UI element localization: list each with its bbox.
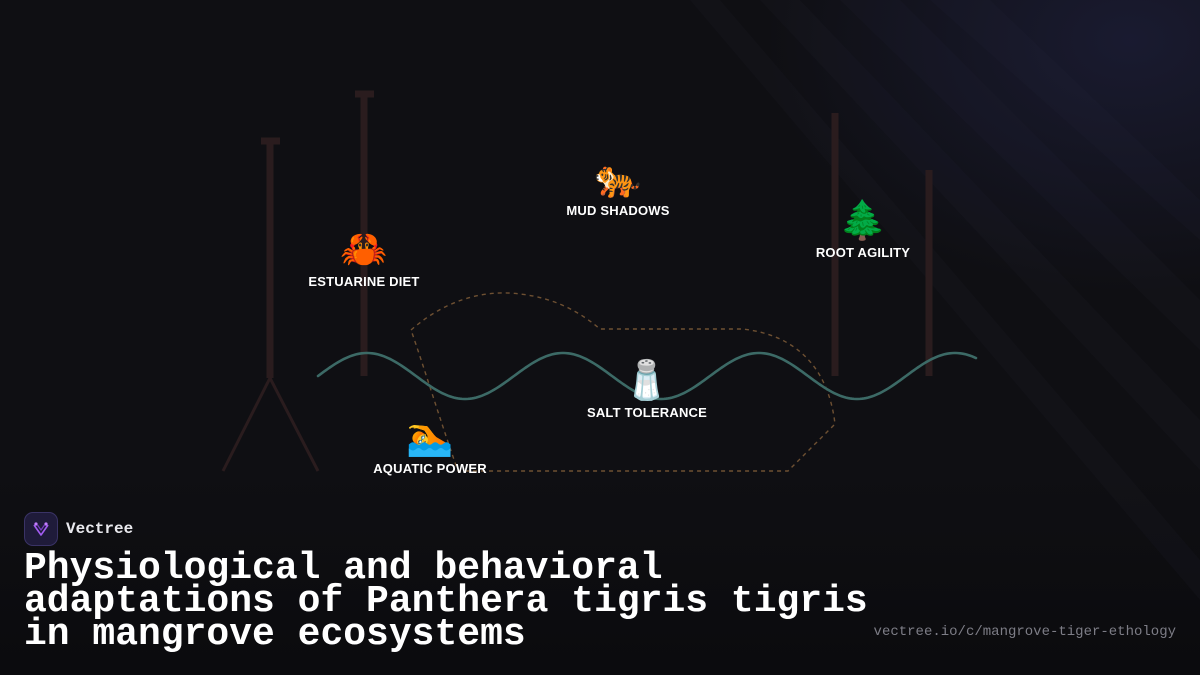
- tiger-icon: 🐅: [594, 156, 642, 200]
- node-estuarine-diet[interactable]: 🦀 ESTUARINE DIET: [308, 226, 419, 289]
- mangrove-roots: [221, 377, 320, 472]
- light-ray: [840, 0, 1200, 350]
- mangrove-trees: [261, 90, 933, 378]
- light-ray: [690, 0, 1200, 600]
- node-label: SALT TOLERANCE: [586, 405, 708, 420]
- node-salt-tolerance[interactable]: 🧂 SALT TOLERANCE: [587, 357, 707, 420]
- evergreen-tree-icon: 🌲: [839, 198, 887, 242]
- node-label: ESTUARINE DIET: [308, 274, 420, 289]
- node-label: MUD SHADOWS: [566, 203, 670, 218]
- light-ray: [930, 0, 1200, 240]
- light-ray: [760, 0, 1200, 470]
- crab-icon: 🦀: [340, 227, 388, 271]
- water-wave: [316, 351, 978, 401]
- brand[interactable]: Vectree: [24, 512, 133, 546]
- node-mud-shadows[interactable]: 🐅 MUD SHADOWS: [566, 155, 669, 218]
- node-aquatic-power[interactable]: 🏊 AQUATIC POWER: [373, 413, 487, 476]
- vectree-logo-icon: [24, 512, 58, 546]
- mangrove-root: [221, 377, 272, 472]
- swimmer-icon: 🏊: [406, 414, 454, 458]
- node-label: AQUATIC POWER: [373, 461, 487, 476]
- source-url[interactable]: vectree.io/c/mangrove-tiger-ethology: [873, 624, 1176, 640]
- salt-shaker-icon: 🧂: [623, 358, 671, 402]
- brand-name: Vectree: [66, 520, 134, 538]
- node-label: ROOT AGILITY: [815, 245, 911, 260]
- page-title: Physiological and behavioral adaptations…: [24, 547, 868, 656]
- mangrove-root: [268, 377, 320, 472]
- node-root-agility[interactable]: 🌲 ROOT AGILITY: [816, 197, 910, 260]
